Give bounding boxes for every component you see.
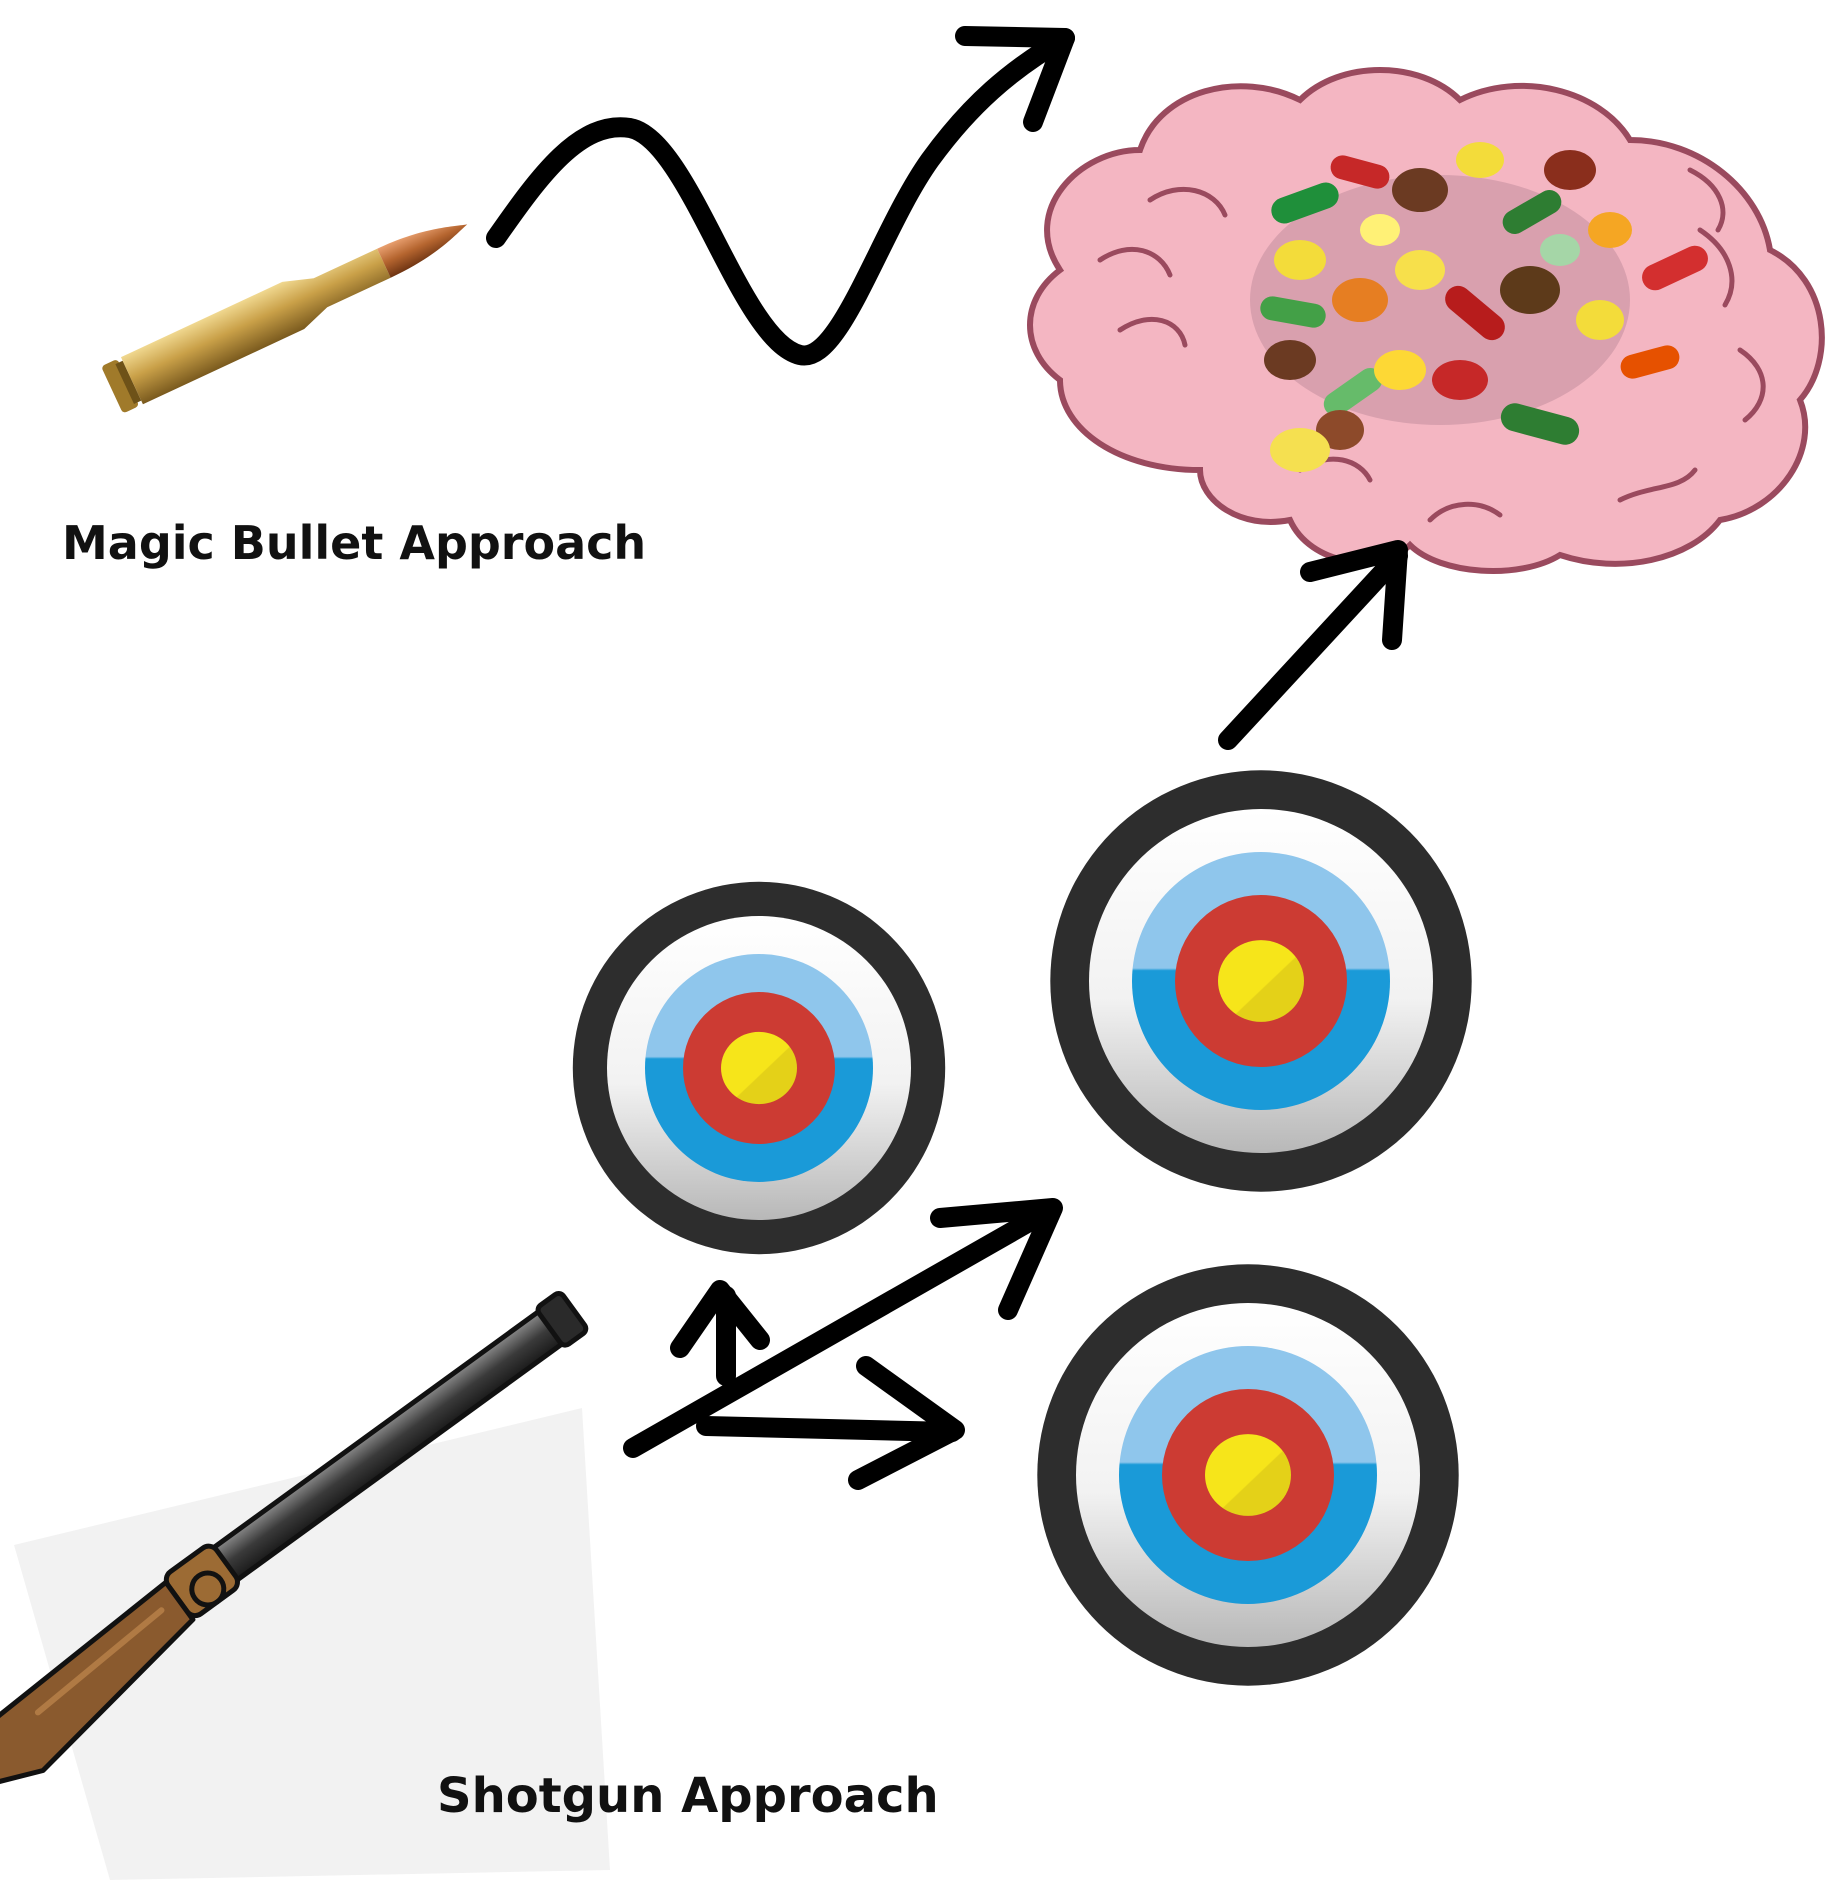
shotgun-arrow xyxy=(696,1416,962,1442)
target-icon xyxy=(1037,1264,1459,1686)
shotgun-arrow xyxy=(623,1200,1060,1458)
wavy-arrow-head xyxy=(955,26,1075,132)
shotgun-arrow-head xyxy=(848,1356,965,1490)
brain-arrow xyxy=(1218,546,1408,750)
shotgun-icon xyxy=(0,1290,610,1880)
wavy-arrow xyxy=(486,28,1075,366)
shotgun-arrow-head xyxy=(930,1198,1063,1320)
shotgun-label: Shotgun Approach xyxy=(437,1768,939,1824)
brain-with-pills-icon xyxy=(1027,67,1825,575)
brain-arrow-head xyxy=(1300,540,1408,650)
target-icon xyxy=(1050,770,1472,1192)
target-icon xyxy=(572,881,946,1255)
magic-bullet-label: Magic Bullet Approach xyxy=(62,516,647,570)
bullet-icon xyxy=(102,224,468,413)
shotgun-arrow-head xyxy=(670,1280,770,1358)
